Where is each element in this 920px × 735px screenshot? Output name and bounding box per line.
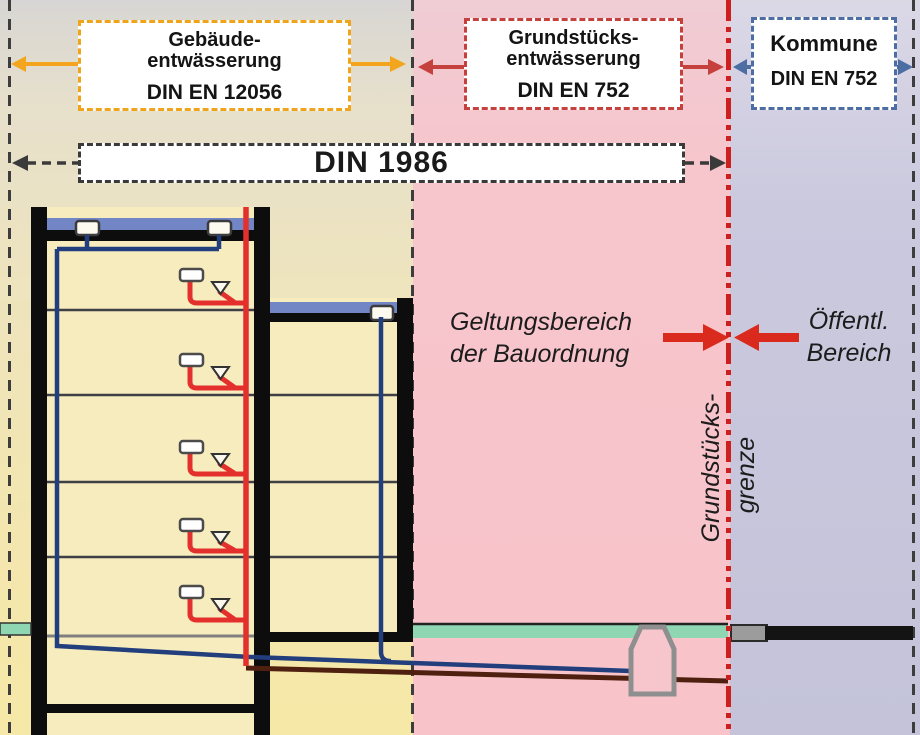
inspection-chamber bbox=[628, 624, 677, 697]
municipality-box: Kommune DIN EN 752 bbox=[751, 17, 897, 110]
ground-surface-left-stub bbox=[0, 622, 32, 636]
floor-drain-triangle bbox=[210, 453, 231, 468]
property-box-line1: Grundstücks- bbox=[508, 27, 639, 49]
property-box-line2: entwässerung bbox=[506, 48, 641, 70]
zone-public-municipality bbox=[730, 0, 920, 735]
floor-drain-symbols bbox=[210, 281, 231, 613]
public-sewer-line bbox=[765, 626, 913, 640]
property-boundary-label-word2: grenze bbox=[732, 436, 760, 514]
header-range-arrows bbox=[11, 56, 913, 171]
roof-slab bbox=[31, 230, 270, 241]
rainwater-downpipe-main bbox=[54, 249, 632, 674]
right-wall bbox=[397, 298, 413, 642]
public-area-label: Öffentl. Bereich bbox=[793, 305, 905, 369]
ground-surface-green bbox=[413, 625, 728, 638]
public-label-line1: Öffentl. bbox=[808, 307, 890, 335]
municipality-box-standard: DIN EN 752 bbox=[770, 68, 878, 90]
flat-roof-blue bbox=[270, 302, 397, 315]
roof-drain bbox=[206, 219, 233, 237]
building-drainage-box: Gebäude- entwässerung DIN EN 12056 bbox=[78, 20, 351, 111]
fixture-sink bbox=[178, 584, 205, 600]
rainwater-downpipe-low-building bbox=[378, 317, 392, 664]
public-label-line2: Bereich bbox=[806, 339, 892, 367]
wastewater-system bbox=[178, 207, 249, 666]
building-range-arrows-orange bbox=[11, 56, 406, 72]
scope-label-line2: der Bauordnung bbox=[450, 340, 630, 368]
building-code-scope-label: Geltungsbereich der Bauordnung bbox=[450, 306, 632, 370]
fixture-sink bbox=[178, 267, 205, 283]
low-building-interior bbox=[270, 298, 413, 642]
public-pipe-connector bbox=[730, 624, 768, 642]
property-range-arrows-red bbox=[418, 59, 724, 75]
din-1986-box: DIN 1986 bbox=[78, 143, 685, 183]
din-1986-label: DIN 1986 bbox=[314, 146, 449, 179]
building-box-line2: entwässerung bbox=[147, 50, 282, 72]
floor-drain-triangle bbox=[210, 598, 231, 613]
ground-slab bbox=[270, 632, 413, 642]
building-box-line1: Gebäude- bbox=[168, 29, 261, 51]
low-building bbox=[270, 298, 413, 642]
fixture-branch-pipes bbox=[187, 276, 249, 623]
fixture-sink bbox=[178, 352, 205, 368]
property-box-standard: DIN EN 752 bbox=[517, 79, 630, 102]
right-wall bbox=[254, 207, 270, 735]
fixture-sink bbox=[178, 439, 205, 455]
public-arrow-head bbox=[734, 324, 759, 351]
left-boundary-dashed-line bbox=[8, 0, 11, 735]
fixture-sink bbox=[178, 517, 205, 533]
sanitary-fixtures bbox=[178, 267, 205, 600]
scope-arrow-head bbox=[703, 324, 729, 351]
floor-lines bbox=[270, 393, 397, 559]
rainwater-pipes bbox=[54, 235, 632, 674]
municipality-box-title: Kommune bbox=[770, 31, 878, 56]
floor-drain-triangle bbox=[210, 366, 231, 381]
property-drainage-box: Grundstücks- entwässerung DIN EN 752 bbox=[464, 18, 683, 110]
scope-label-line1: Geltungsbereich bbox=[450, 308, 633, 336]
zone-property-drainage bbox=[413, 0, 730, 735]
property-boundary-label-word1: Grundstücks- bbox=[697, 393, 725, 543]
property-boundary-line bbox=[726, 0, 731, 735]
basement-slab bbox=[31, 704, 270, 713]
building-box-standard: DIN EN 12056 bbox=[146, 81, 283, 104]
din1986-range-arrows-dark bbox=[12, 155, 726, 171]
floor-lines bbox=[47, 308, 254, 559]
roof-drain-connectors bbox=[57, 235, 222, 252]
roof-drain bbox=[74, 219, 101, 237]
floor-drain-triangle bbox=[210, 281, 231, 296]
right-boundary-dashed-line bbox=[912, 0, 915, 735]
boundary-pointer-arrows bbox=[663, 324, 799, 351]
roof-slab bbox=[270, 313, 413, 322]
left-wall bbox=[31, 207, 47, 735]
floor-drain-triangle bbox=[210, 531, 231, 546]
